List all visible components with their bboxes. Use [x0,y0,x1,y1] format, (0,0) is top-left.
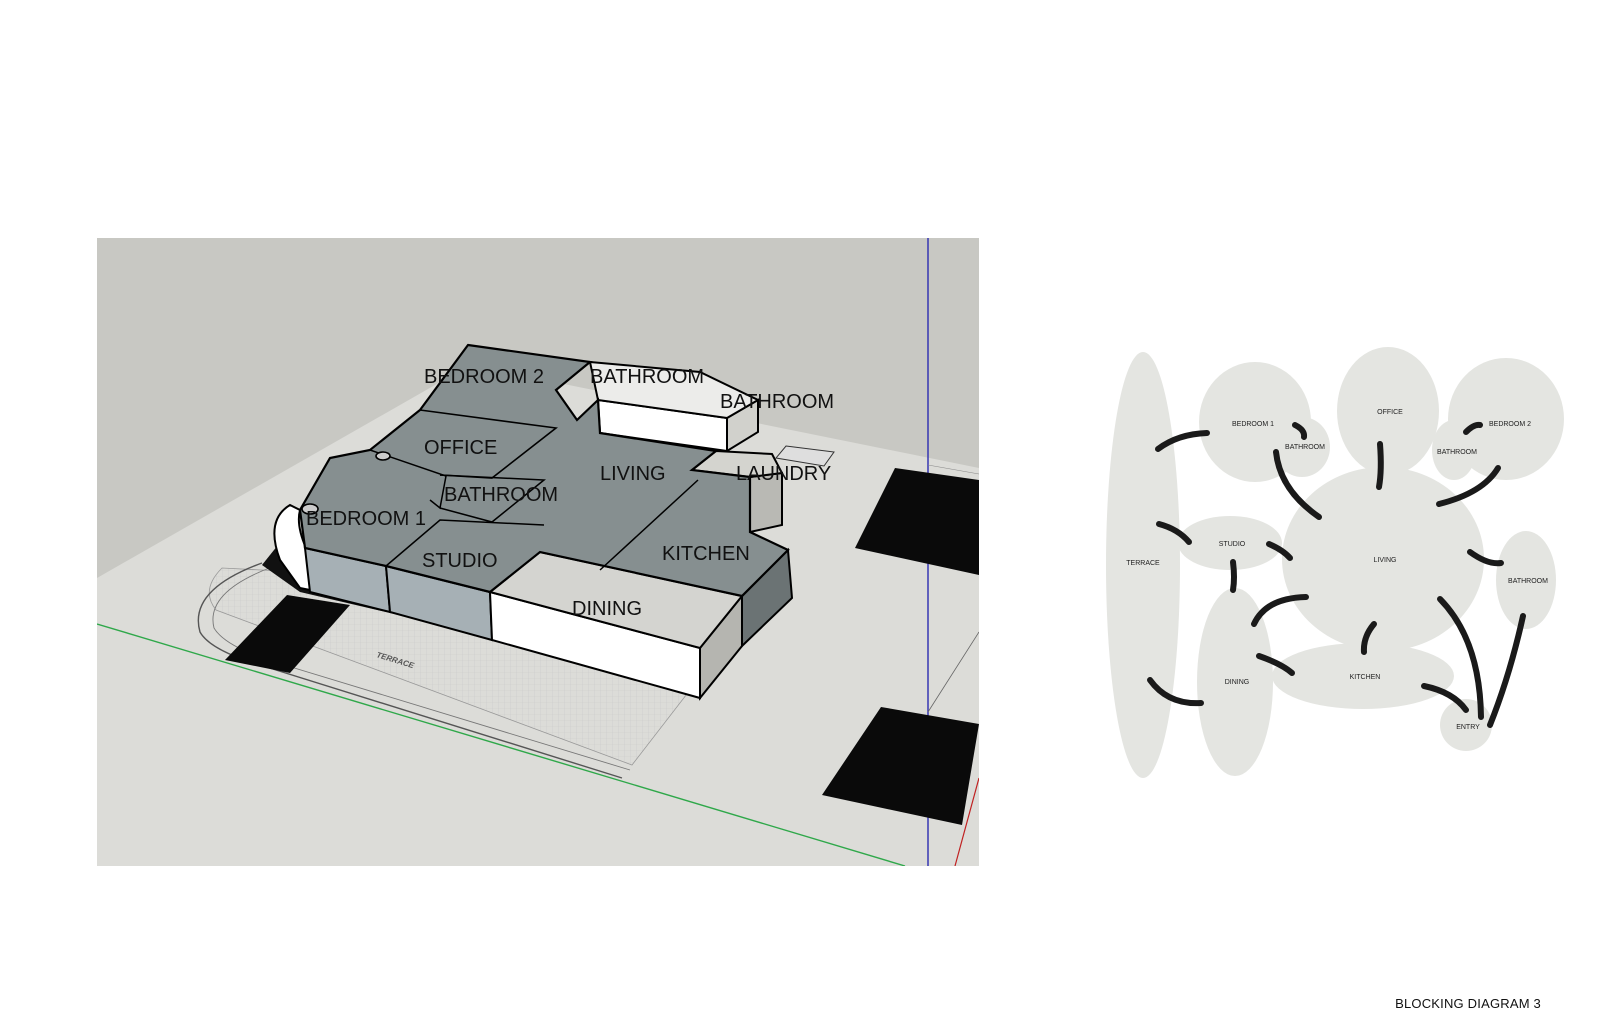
room-label-dining: DINING [572,598,642,620]
bubble-label-bathroom-1: BATHROOM [1285,444,1325,451]
connector-terrace-dining [1147,677,1204,707]
room-divider [599,479,699,571]
bubble-living [1282,467,1484,651]
bubble-bathroom-3 [1496,531,1556,629]
room-divider [385,519,545,567]
bubble-label-office: OFFICE [1377,409,1403,416]
bedroom-1-curved-wall [273,503,312,592]
connector-bathroom-3-entry [1487,613,1526,728]
connector-kitchen-entry [1421,683,1469,713]
sheet-title: BLOCKING DIAGRAM 3 [1395,996,1541,1011]
bubble-label-bedroom-1: BEDROOM 1 [1232,421,1274,428]
room-label-studio: STUDIO [422,550,498,572]
bathroom-top-block [588,360,761,420]
connector-bedroom-2-bathroom-2 [1463,421,1483,435]
connector-living-kitchen [1360,621,1377,655]
connector-living-entry [1437,596,1484,720]
connector-office-living [1376,441,1384,490]
connector-living-dining [1251,594,1309,627]
black-block [822,707,979,825]
room-label-bedroom-2: BEDROOM 2 [424,366,544,388]
room-label-office: OFFICE [424,437,497,459]
connector-bedroom-2-living [1436,465,1501,507]
bubble-bedroom-2 [1448,358,1564,480]
room-label-living: LIVING [600,463,666,485]
roof-skylight [375,451,391,461]
bubble-kitchen [1272,643,1454,709]
connector-bedroom-1-bathroom-1 [1292,422,1308,440]
bubble-bathroom-1 [1274,417,1330,477]
room-divider [555,361,591,391]
construction-line [927,464,979,475]
bubble-label-studio: STUDIO [1219,541,1246,548]
bubble-label-dining: DINING [1225,679,1250,686]
bubble-label-bedroom-2: BEDROOM 2 [1489,421,1531,428]
bubble-label-terrace: TERRACE [1126,560,1160,567]
bubble-terrace [1106,352,1180,778]
bubble-bathroom-2 [1432,420,1476,480]
black-block [855,468,979,575]
connector-terrace-studio [1156,521,1192,545]
bubble-dining [1197,588,1273,776]
green-axis-line [97,623,906,866]
room-divider [369,449,447,510]
laundry-steps [775,445,835,467]
bubble-label-bathroom-2: BATHROOM [1437,449,1477,456]
bubble-label-bathroom-3: BATHROOM [1508,578,1548,585]
room-label-kitchen: KITCHEN [662,543,750,565]
main-roof [298,343,790,598]
room-label-bathroom-right: BATHROOM [720,391,834,413]
black-block [225,595,350,673]
connector-studio-dining [1230,559,1237,593]
bubble-label-entry: ENTRY [1456,724,1480,731]
room-label-bathroom-top: BATHROOM [590,366,704,388]
connector-bedroom-1-living [1273,449,1322,520]
red-axis-line [954,777,979,866]
bubble-studio [1178,516,1282,570]
connector-terrace-bedroom-1 [1155,430,1210,452]
room-label-bedroom-1: BEDROOM 1 [306,508,426,530]
room-label-bathroom-mid: BATHROOM [444,484,558,506]
bubble-label-living: LIVING [1374,557,1397,564]
connector-living-bathroom-3 [1467,549,1504,567]
room-label-laundry: LAUNDRY [736,463,831,485]
construction-line [927,631,979,713]
bubble-office [1337,347,1439,475]
connector-studio-living [1266,541,1293,561]
room-divider [439,474,547,523]
roof-skylight [301,503,319,515]
connector-dining-kitchen [1256,653,1295,676]
bubble-label-kitchen: KITCHEN [1350,674,1381,681]
